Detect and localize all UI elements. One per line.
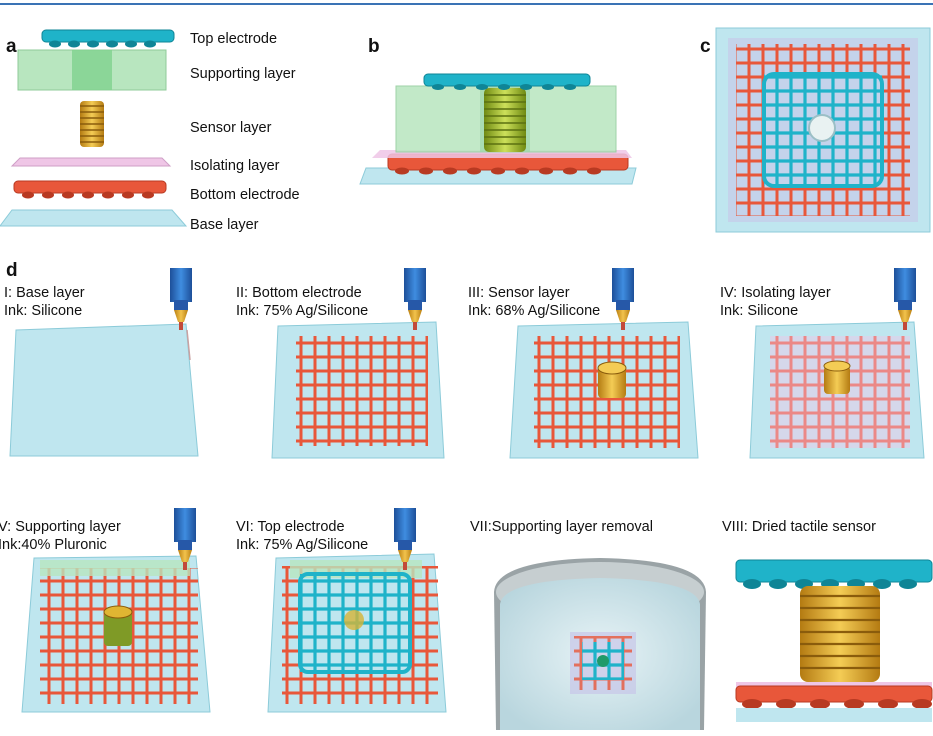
d-step-5-supporting (21, 555, 211, 713)
panel-c-top-view (715, 27, 931, 233)
step-3-title: III: Sensor layer (468, 285, 570, 301)
a-bottom-electrode (13, 180, 167, 199)
nozzle-icon (894, 268, 916, 330)
panel-b-assembled (359, 73, 637, 185)
step-4-title: IV: Isolating layer (720, 285, 831, 301)
layer-label-sensor: Sensor layer (190, 120, 272, 136)
d-step-6-top-electrode (267, 553, 447, 713)
panel-label-a: a (6, 36, 17, 57)
d-step-7-removal-bath (494, 558, 706, 730)
layer-label-bottom-electrode: Bottom electrode (190, 187, 300, 203)
nozzle-icon (404, 268, 426, 330)
step-5-title: V: Supporting layer (0, 519, 121, 535)
nozzle-icon (170, 268, 192, 330)
a-top-electrode (41, 29, 175, 48)
layer-label-isolating: Isolating layer (190, 158, 280, 174)
top-border (0, 3, 933, 5)
nozzle-icon (612, 268, 634, 330)
panel-label-d: d (6, 260, 18, 281)
step-6-ink: Ink: 75% Ag/Silicone (236, 537, 369, 553)
panel-label-c: c (700, 36, 711, 57)
d-step-4-isolating (749, 321, 925, 459)
step-1-title: I: Base layer (4, 285, 85, 301)
step-1-ink: Ink: Silicone (4, 303, 83, 319)
step-2-ink: Ink: 75% Ag/Silicone (236, 303, 369, 319)
d-step-2-bottom-electrode (271, 321, 445, 459)
step-2-title: II: Bottom electrode (236, 285, 362, 301)
nozzle-icon (394, 508, 416, 570)
d-step-3-sensor (509, 321, 699, 459)
a-isolating-layer (10, 157, 172, 167)
step-7-title: VII:Supporting layer removal (470, 519, 653, 535)
step-3-ink: Ink: 68% Ag/Silicone (468, 303, 601, 319)
d-step-1-base (9, 323, 199, 457)
step-6-title: VI: Top electrode (236, 519, 345, 535)
layer-label-supporting: Supporting layer (190, 66, 296, 82)
panel-label-b: b (368, 36, 380, 57)
step-5-ink: Ink:40% Pluronic (0, 537, 107, 553)
panel-a-exploded-view (0, 29, 188, 227)
step-8-title: VIII: Dried tactile sensor (722, 519, 876, 535)
a-supporting-layer (17, 49, 167, 91)
layer-label-top-electrode: Top electrode (190, 31, 278, 47)
a-base-layer (0, 209, 188, 227)
a-sensor-spring (80, 101, 104, 147)
step-4-ink: Ink: Silicone (720, 303, 799, 319)
nozzle-icon (174, 508, 196, 570)
layer-label-base: Base layer (190, 217, 259, 233)
d-step-8-dried-sensor (735, 558, 933, 734)
